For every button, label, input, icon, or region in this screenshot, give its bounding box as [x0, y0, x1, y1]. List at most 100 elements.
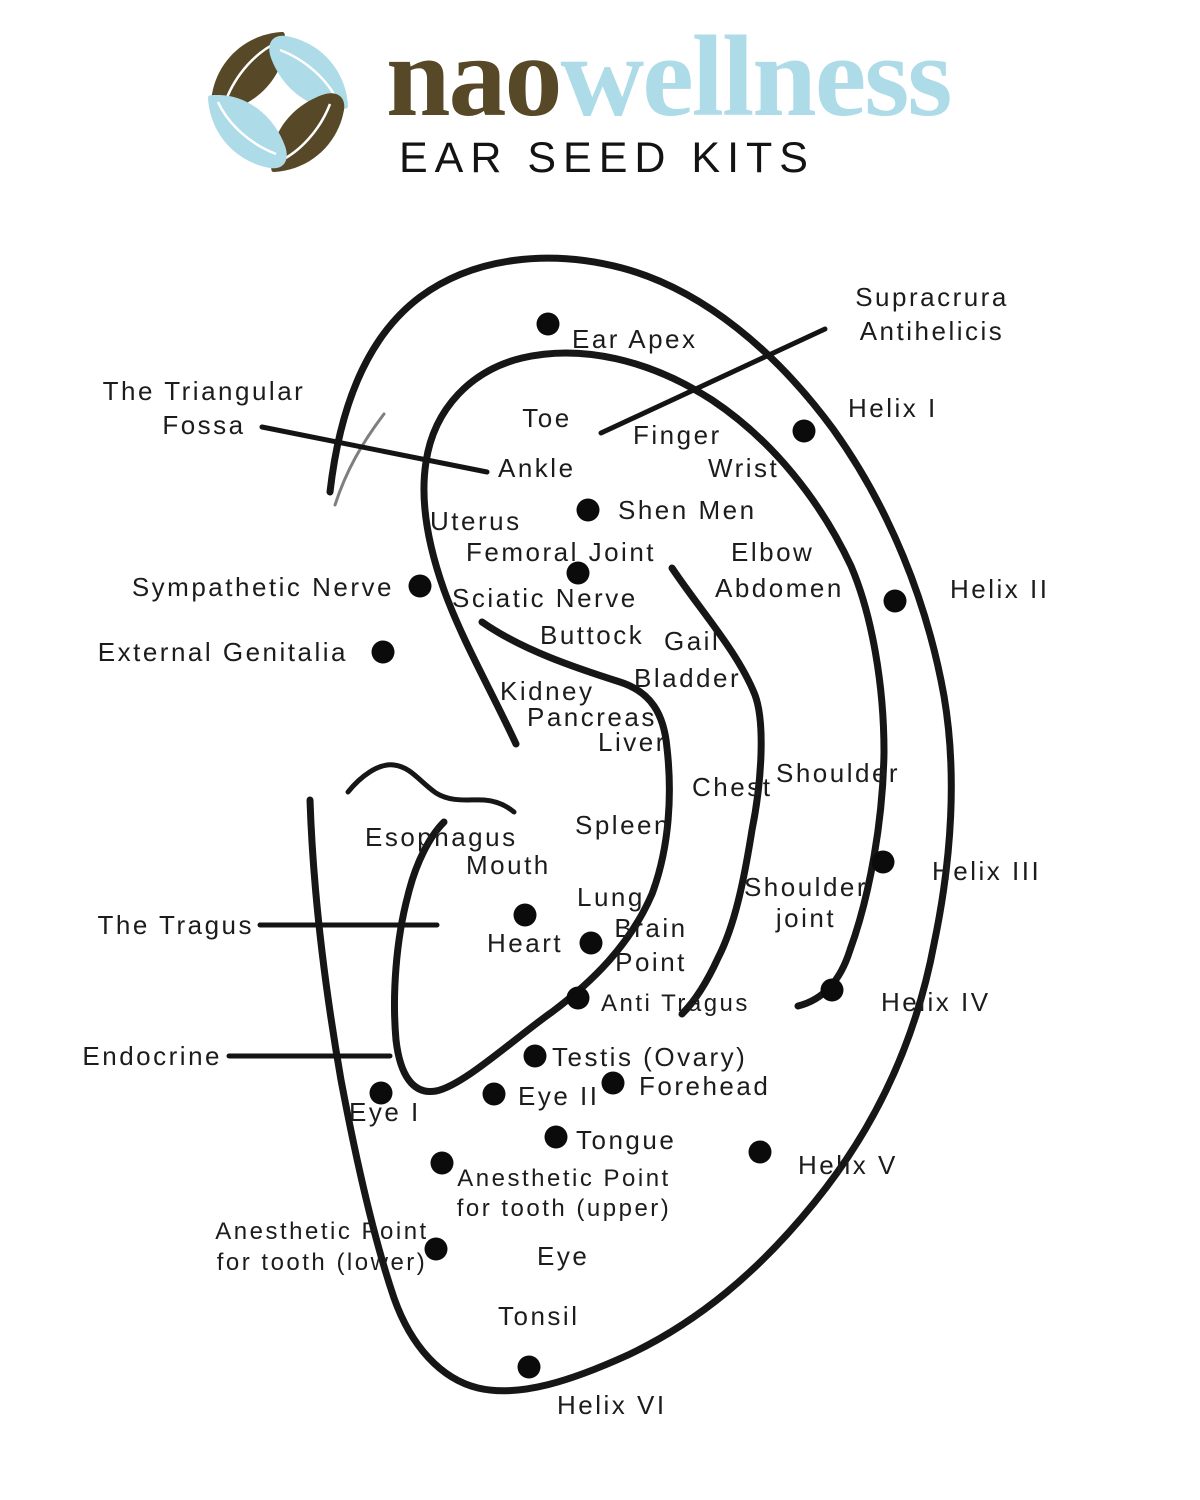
seed-dot-anesthetic-upper [430, 1151, 454, 1175]
seed-dot-anesthetic-lower [424, 1237, 448, 1261]
point-label-line: Chest [692, 772, 772, 802]
point-label-line: Tonsil [498, 1301, 579, 1331]
seed-dot-helix-vi [517, 1355, 541, 1379]
point-label-line: for tooth (upper) [457, 1195, 672, 1222]
brand-secondary: wellness [560, 13, 953, 141]
point-label-line: Pancreas [527, 702, 657, 732]
ear-outline-fade-path [333, 412, 386, 507]
point-label-anesthetic-upper: Anesthetic Point for tooth (upper) [457, 1165, 672, 1222]
seed-dot-testis-ovary [523, 1044, 547, 1068]
seed-dot-eye-i [369, 1081, 393, 1105]
point-label-wrist: Wrist [708, 453, 779, 483]
point-label-line: Ankle [498, 453, 576, 483]
point-label-kidney: Kidney [500, 676, 595, 706]
seed-dot-tongue [544, 1125, 568, 1149]
point-label-femoral-joint: Femoral Joint [466, 537, 656, 567]
seed-dot-heart [513, 903, 537, 927]
point-label-line: External Genitalia [98, 637, 348, 667]
naowellness-leaf-logo-icon [208, 32, 348, 172]
point-label-line: Antihelicis [860, 316, 1005, 346]
point-label-line: Eye [537, 1241, 589, 1271]
point-label-line: Helix III [932, 856, 1041, 886]
point-label-line: Bladder [634, 663, 741, 693]
point-label-line: Elbow [731, 537, 814, 567]
seed-dot-helix-v [748, 1140, 772, 1164]
point-label-line: Spleen [575, 810, 671, 840]
point-label-heart: Heart [487, 928, 563, 958]
point-label-the-tragus: The Tragus [97, 910, 254, 940]
point-label-line: Eye II [518, 1081, 599, 1111]
point-label-finger: Finger [633, 420, 722, 450]
point-label-helix-v: Helix V [798, 1150, 898, 1180]
point-label-elbow: Elbow [731, 537, 814, 567]
pointer-line-supracrura-antihelicis [598, 326, 828, 436]
header: naowellness EAR SEED KITS [0, 0, 1200, 210]
point-label-line: Helix VI [557, 1390, 667, 1420]
point-label-line: Wrist [708, 453, 779, 483]
point-label-helix-vi: Helix VI [557, 1390, 667, 1420]
point-label-pancreas: Pancreas [527, 702, 657, 732]
antihelix-path [668, 564, 765, 1018]
point-label-sciatic-nerve: Sciatic Nerve [452, 583, 638, 613]
point-label-chest: Chest [692, 772, 772, 802]
point-label-line: Supracrura [855, 282, 1009, 312]
point-label-line: Brain [614, 913, 687, 943]
point-label-line: Point [615, 947, 687, 977]
concha-tragus-path [391, 618, 673, 1095]
brand-primary: nao [386, 13, 563, 141]
point-label-line: Sciatic Nerve [452, 583, 638, 613]
brand-title: naowellness [386, 19, 953, 135]
point-label-line: Helix V [798, 1150, 898, 1180]
seed-dot-external-genitalia [371, 640, 395, 664]
point-label-line: Kidney [500, 676, 595, 706]
point-label-line: Fossa [162, 410, 245, 440]
point-label-helix-iii: Helix III [932, 856, 1041, 886]
point-label-lung: Lung [577, 882, 645, 912]
point-label-line: Femoral Joint [466, 537, 656, 567]
helix-rim-path [420, 349, 888, 1010]
point-label-uterus: Uterus [430, 506, 522, 536]
point-label-tongue: Tongue [576, 1125, 676, 1155]
point-label-external-genitalia: External Genitalia [98, 637, 348, 667]
point-label-eye-i: Eye I [349, 1097, 421, 1127]
point-label-sympathetic-nerve: Sympathetic Nerve [132, 572, 394, 602]
seed-dot-femoral-joint [566, 561, 590, 585]
point-label-line: Testis (Ovary) [552, 1042, 747, 1072]
point-label-line: The Tragus [97, 910, 254, 940]
point-label-line: Sympathetic Nerve [132, 572, 394, 602]
point-label-line: joint [775, 903, 836, 933]
point-label-line: Helix IV [881, 987, 991, 1017]
seed-dot-ear-apex [536, 312, 560, 336]
point-label-line: Tongue [576, 1125, 676, 1155]
point-label-shoulder: Shoulder [776, 758, 900, 788]
point-label-line: Helix I [848, 393, 938, 423]
point-label-line: Toe [522, 403, 571, 433]
point-label-line: Shen Men [618, 495, 757, 525]
seed-dot-anti-tragus [566, 986, 590, 1010]
point-label-abdomen: Abdomen [715, 573, 844, 603]
point-label-line: Mouth [466, 850, 551, 880]
point-label-toe: Toe [522, 403, 571, 433]
seed-dot-sympathetic-nerve [408, 574, 432, 598]
point-label-line: for tooth (lower) [217, 1249, 428, 1276]
seed-dot-helix-iii [871, 850, 895, 874]
point-label-line: Lung [577, 882, 645, 912]
point-label-shen-men: Shen Men [618, 495, 757, 525]
point-label-eye-ii: Eye II [518, 1081, 599, 1111]
point-label-line: Buttock [540, 620, 644, 650]
point-label-line: Anesthetic Point [457, 1165, 670, 1192]
point-label-line: Uterus [430, 506, 522, 536]
point-label-spleen: Spleen [575, 810, 671, 840]
point-label-line: Helix II [950, 574, 1049, 604]
point-label-forehead: Forehead [639, 1071, 770, 1101]
seed-dot-helix-ii [883, 589, 907, 613]
seed-dot-helix-iv [820, 978, 844, 1002]
point-label-buttock: Buttock [540, 620, 644, 650]
point-label-line: Forehead [639, 1071, 770, 1101]
